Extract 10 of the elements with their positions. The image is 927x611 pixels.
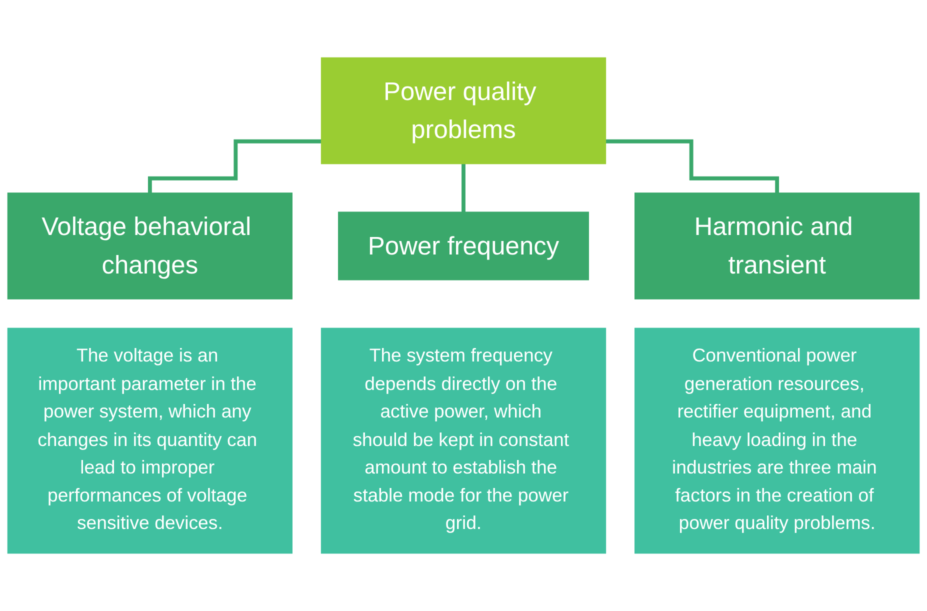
node-box: Power frequency: [338, 212, 589, 280]
node-box: The system frequency depends directly on the active power, which should be kept in constant amount to establish the stable mode for the power grid.: [320, 328, 606, 554]
node-box: The voltage is an important parameter in the power system, which any changes in its quantity can lead to improper performances of voltage sensitive devices.: [7, 328, 292, 554]
node-box: Harmonic and transient: [634, 192, 920, 300]
node-box: Voltage behavioral changes: [7, 192, 292, 300]
connector: [148, 139, 322, 196]
node-box: Power quality problems: [320, 57, 606, 164]
connector: [606, 139, 780, 196]
node-box: Conventional power generation resources, rectifier equipment, and heavy loading in the industries are three main factors in the creation of power quality problems.: [634, 328, 920, 554]
connector: [462, 162, 466, 214]
